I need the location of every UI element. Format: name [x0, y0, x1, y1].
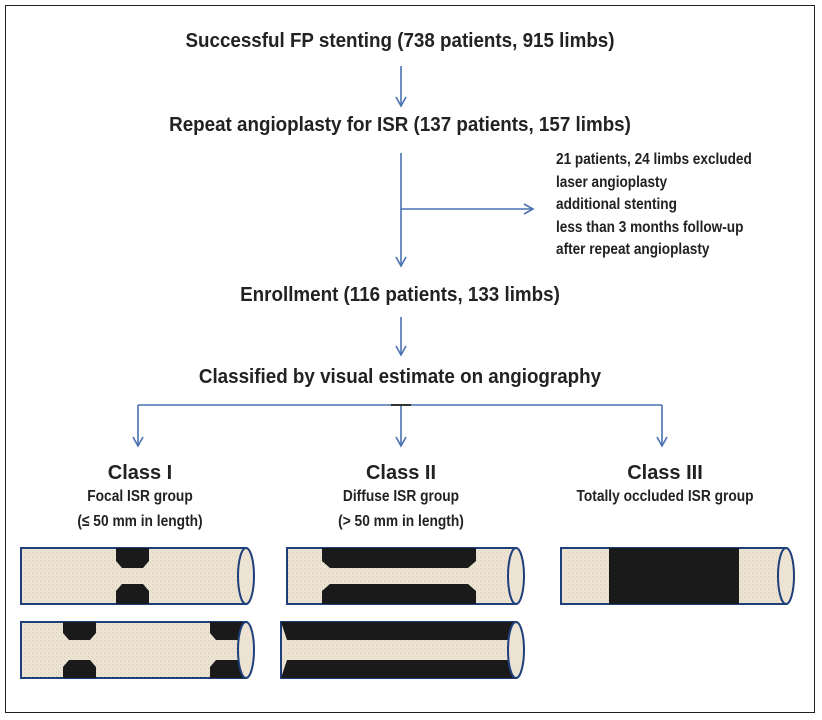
figure-frame [5, 5, 815, 713]
class-3-group: Totally occluded ISR group [576, 488, 754, 505]
exclusion-line: additional stenting [556, 196, 677, 213]
vessel-class1-focal-edge [20, 621, 255, 679]
exclusion-box: 21 patients, 24 limbs excluded laser ang… [556, 149, 752, 262]
exclusion-line: less than 3 months follow-up [556, 218, 744, 236]
class-1-group: Focal ISR group [87, 488, 193, 505]
exclusion-line: 21 patients, 24 limbs excluded [556, 151, 752, 168]
step-classification: Classified by visual estimate on angiogr… [198, 366, 602, 388]
class-1-title: Class I [107, 462, 173, 484]
exclusion-line: after repeat angioplasty [556, 241, 710, 258]
class-2-title: Class II [365, 462, 437, 484]
vessel-class2-diffuse-full [280, 621, 525, 679]
class-2-group: Diffuse ISR group [342, 488, 460, 505]
class-2-criterion: (> 50 mm in length) [338, 513, 464, 530]
step-repeat-angioplasty: Repeat angioplasty for ISR (137 patients… [169, 114, 631, 136]
class-3-title: Class III [627, 462, 703, 484]
vessel-class3-occluded [560, 547, 795, 605]
exclusion-line: laser angioplasty [556, 173, 668, 191]
step-successful-stenting: Successful FP stenting (738 patients, 91… [185, 30, 615, 52]
step-enrollment: Enrollment (116 patients, 133 limbs) [240, 284, 560, 306]
vessel-class1-focal-single [20, 547, 255, 605]
class-1-criterion: (≤ 50 mm in length) [77, 513, 203, 530]
vessel-class2-diffuse [286, 547, 525, 605]
